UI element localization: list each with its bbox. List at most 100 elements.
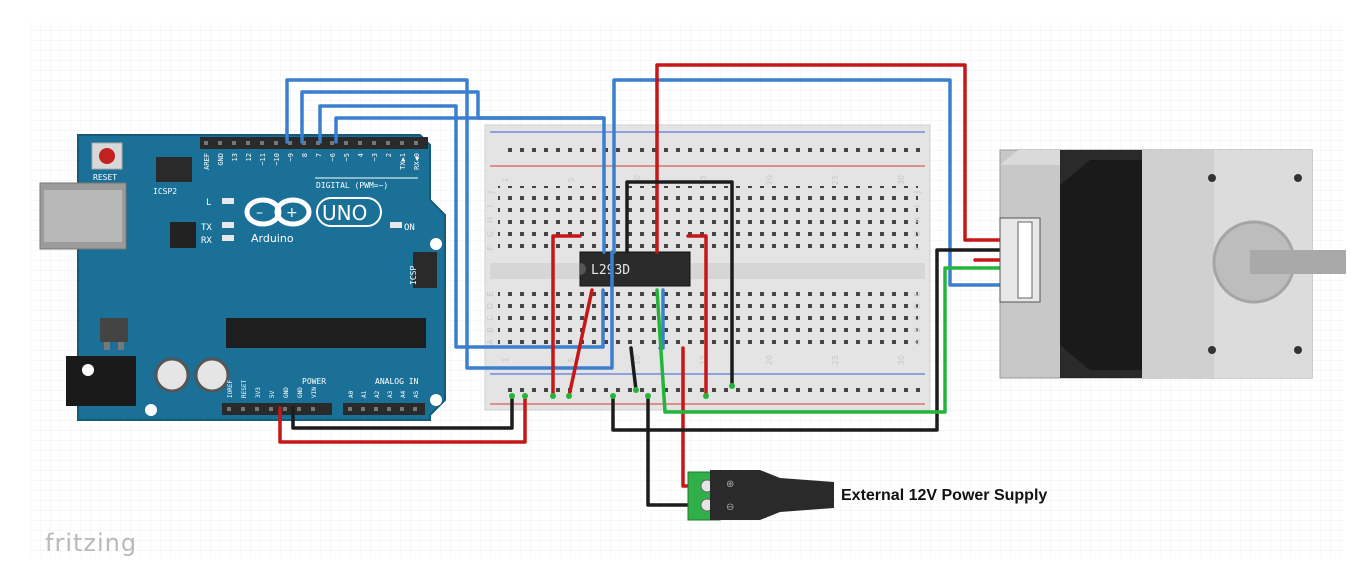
arduino-logo: – + [244, 197, 382, 227]
svg-text:+: + [286, 205, 298, 221]
wire-red-top [655, 63, 1002, 254]
power-pin-label: IOREF [227, 380, 234, 398]
digital-pin-hole [400, 141, 404, 145]
wire-end-pin [566, 393, 572, 399]
digital-pin-hole [218, 141, 222, 145]
wire-end-pin [550, 393, 556, 399]
power-pin-hole [255, 407, 259, 411]
digital-pin-label: GND [217, 153, 225, 166]
power-pin-hole [311, 407, 315, 411]
breadboard-row-letter: E [913, 291, 922, 296]
wire-red-5v [278, 394, 527, 444]
breadboard-row-letter: D [486, 303, 495, 309]
wire-end-pin [729, 383, 735, 389]
analog-pin-label: A3 [387, 390, 394, 398]
breadboard-row-letter: H [913, 217, 922, 223]
breadboard-row-letter: I [486, 205, 495, 207]
atmega-chip [226, 318, 426, 348]
power-pin-label: RESET [241, 380, 248, 398]
digital-pin-hole [344, 141, 348, 145]
digital-label: DIGITAL (PWM=~) [316, 181, 388, 190]
wire-blue-1 [285, 78, 614, 370]
breadboard-column-number: 20 [765, 355, 774, 365]
breadboard-row-letter: E [486, 291, 495, 296]
wire-black-rail [611, 248, 1002, 432]
power-pin-hole [241, 407, 245, 411]
breadboard-column-number: 15 [699, 175, 708, 185]
digital-pin-hole [386, 141, 390, 145]
stepper-motor [999, 149, 1346, 379]
digital-pin-label: ~3 [371, 153, 379, 161]
wire-blue-3 [318, 104, 605, 349]
breadboard-row-letter: J [913, 191, 922, 194]
small-chip [170, 222, 196, 248]
digital-pin-label: ~9 [287, 153, 295, 161]
analog-pin-label: A2 [374, 390, 381, 398]
power-pin-hole [269, 407, 273, 411]
power-label: POWER [302, 377, 326, 386]
breadboard-row-letter: F [913, 245, 922, 250]
breadboard-column-number: 5 [567, 357, 576, 362]
breadboard-row-letter: A [486, 339, 495, 345]
led-rx-label: RX [201, 236, 212, 246]
led-on-label: ON [404, 223, 415, 233]
digital-pin-label: ~11 [259, 153, 267, 166]
wire-red-right [686, 234, 708, 398]
breadboard-row-letter: G [913, 231, 922, 237]
analog-pin-hole [348, 407, 352, 411]
breadboard-row-letter: B [913, 327, 922, 333]
analog-pin-label: A4 [400, 390, 407, 398]
l293d-chip [579, 251, 691, 287]
wire-red-left-1 [551, 234, 582, 398]
power-pin-hole [297, 407, 301, 411]
digital-pin-label: 7 [315, 153, 323, 157]
breadboard-column-number: 10 [633, 355, 642, 365]
breadboard-column-number: 15 [699, 355, 708, 365]
digital-pin-label: ~10 [273, 153, 281, 166]
power-pin-label: 3V3 [255, 387, 262, 398]
capacitor-1 [154, 357, 190, 393]
wire-end-pin [610, 393, 616, 399]
icsp-label: ICSP [409, 266, 418, 285]
digital-header-pins [204, 141, 418, 145]
digital-pin-hole [316, 141, 320, 145]
digital-pin-hole [260, 141, 264, 145]
digital-pin-label: AREF [203, 153, 211, 170]
wire-blue-4 [334, 116, 606, 144]
svg-text:⊖: ⊖ [726, 502, 734, 513]
analog-pin-hole [413, 407, 417, 411]
digital-pin-hole [302, 141, 306, 145]
icsp-header [413, 252, 437, 288]
analog-label: ANALOG IN [375, 377, 419, 386]
digital-pin-hole [204, 141, 208, 145]
digital-pin-label: ~5 [343, 153, 351, 161]
breadboard-column-number: 30 [897, 175, 906, 185]
power-header [222, 403, 332, 415]
breadboard-column-number: 25 [831, 175, 840, 185]
analog-pin-hole [400, 407, 404, 411]
digital-pin-hole [288, 141, 292, 145]
breadboard-column-number: 10 [633, 175, 642, 185]
wire-black-top [625, 180, 734, 388]
wire-end-pin [633, 387, 639, 393]
breadboard-column-number: 5 [567, 177, 576, 182]
digital-pin-label: TX▶1 [399, 153, 407, 170]
capacitor-2 [194, 357, 230, 393]
wire-end-pin [645, 393, 651, 399]
wire-red-left-2 [567, 288, 594, 398]
wire-blue-top [612, 78, 1002, 287]
bottom-header-pins [227, 407, 417, 411]
power-pin-hole [227, 407, 231, 411]
power-pin-label: GND [283, 387, 290, 398]
power-pin-label: GND [297, 387, 304, 398]
digital-pin-hole [330, 141, 334, 145]
led-l-label: L [206, 198, 211, 208]
breadboard-row-letter: J [486, 191, 495, 194]
digital-pin-label: 2 [385, 153, 393, 157]
svg-text:–: – [256, 205, 263, 221]
icsp2-label: ICSP2 [153, 187, 177, 196]
